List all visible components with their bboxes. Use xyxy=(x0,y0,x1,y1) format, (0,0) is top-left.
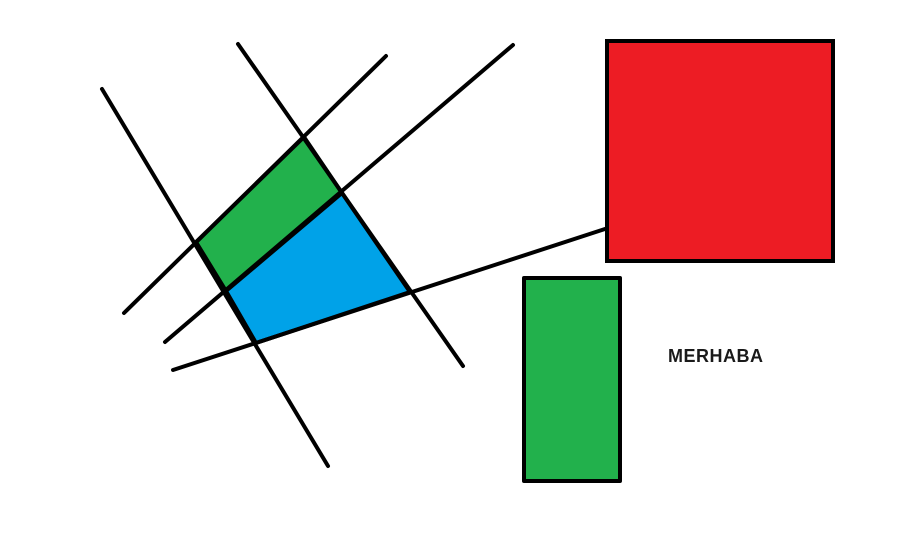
green-rectangle xyxy=(522,276,622,483)
merhaba-label: MERHABA xyxy=(668,346,764,366)
diagonal-line-4 xyxy=(163,43,515,344)
diagonal-line-1 xyxy=(100,87,330,468)
diagonal-line-2 xyxy=(236,42,465,368)
red-square xyxy=(605,39,835,263)
diagonal-line-3 xyxy=(122,54,388,315)
diagonal-line-5 xyxy=(171,226,610,372)
